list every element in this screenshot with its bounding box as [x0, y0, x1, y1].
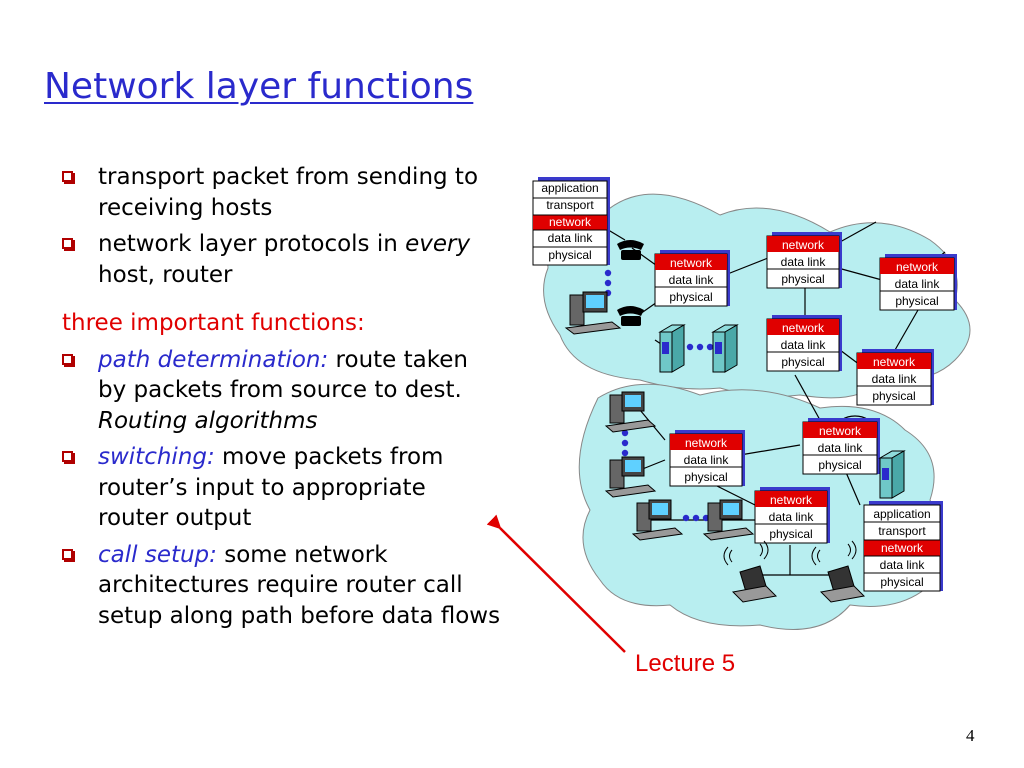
bullet-list: transport packet from sending to receivi…	[62, 162, 502, 637]
stack-layer-physical: physical	[769, 527, 812, 541]
telephone-icon	[617, 306, 644, 326]
stack-layer-network: network	[670, 256, 713, 270]
ellipsis-dots-icon	[604, 269, 612, 297]
function-term: switching:	[98, 444, 215, 470]
bullet-square-icon	[62, 353, 73, 365]
stack-layer-data-link: data link	[669, 273, 715, 287]
desktop-computer-icon	[604, 456, 657, 498]
stack-layer-network: network	[873, 355, 916, 369]
router-stack-r5: network data link physical	[856, 349, 934, 406]
server-tower-icon	[878, 450, 906, 499]
function-desc: move packets from router’s input to appr…	[98, 444, 444, 531]
stack-layer-physical: physical	[818, 458, 861, 472]
router-stack-r4: network data link physical	[766, 315, 842, 372]
desktop-computer-icon	[604, 391, 657, 433]
stack-layer-network: network	[770, 493, 813, 507]
wireless-signal-icon	[811, 540, 857, 566]
stack-layer-data-link: data link	[872, 372, 918, 386]
ellipsis-dots-icon	[682, 514, 710, 522]
router-stack-r3: network data link physical	[879, 254, 957, 311]
stack-layer-network: network	[549, 215, 592, 229]
wireless-signal-icon	[723, 540, 769, 566]
bullet-text: transport packet from sending to receivi…	[98, 164, 479, 221]
ellipsis-dots-icon	[621, 429, 629, 457]
host-stack-bottom-right: application transport network data link …	[863, 501, 943, 592]
function-term: call setup:	[98, 541, 217, 568]
stack-layer-application: application	[873, 507, 930, 521]
bullet-emphasis: every	[405, 231, 471, 257]
desktop-computer-icon	[564, 291, 622, 335]
stack-layer-transport: transport	[878, 524, 926, 538]
page-title: Network layer functions	[44, 66, 474, 107]
bullet-square-icon	[62, 548, 73, 560]
bullet-text: network layer protocols in	[98, 231, 406, 257]
bullet-item: transport packet from sending to receivi…	[62, 162, 502, 223]
page-number: 4	[966, 726, 975, 745]
laptop-icon	[819, 565, 866, 603]
router-stack-r1: network data link physical	[654, 250, 730, 307]
ellipsis-dots-icon	[686, 343, 714, 351]
stack-layer-physical: physical	[781, 272, 824, 286]
function-item: path determination: route taken by packe…	[62, 345, 502, 437]
function-desc: route taken by packets from source to de…	[98, 346, 468, 404]
stack-layer-data-link: data link	[880, 558, 926, 572]
host-stack-top-left: application transport network data link …	[532, 177, 610, 266]
function-emphasis: Routing algorithms	[98, 407, 318, 434]
function-term: path determination:	[98, 346, 329, 373]
laptop-icon	[731, 565, 778, 603]
bullet-item: network layer protocols in every host, r…	[62, 229, 502, 290]
bullet-square-icon	[62, 171, 73, 182]
telephone-icon	[617, 240, 644, 260]
annotation-arrow	[486, 514, 626, 653]
bullet-text: host, router	[98, 261, 233, 288]
stack-layer-physical: physical	[895, 294, 938, 308]
stack-layer-network: network	[782, 238, 825, 252]
stack-layer-network: network	[881, 541, 924, 555]
server-tower-icon	[711, 324, 739, 373]
stack-layer-physical: physical	[548, 248, 591, 262]
function-desc: some network architectures require route…	[98, 541, 501, 629]
desktop-computer-icon	[631, 499, 684, 541]
server-tower-icon	[658, 324, 686, 373]
stack-layer-physical: physical	[872, 389, 915, 403]
stack-layer-data-link: data link	[818, 441, 864, 455]
stack-layer-network: network	[819, 424, 862, 438]
bullet-square-icon	[62, 451, 73, 462]
stack-layer-physical: physical	[684, 470, 727, 484]
stack-layer-application: application	[541, 181, 598, 195]
network-cloud-upper	[543, 193, 971, 399]
stack-layer-network: network	[782, 321, 825, 335]
section-subheading: three important functions:	[62, 310, 365, 336]
stack-layer-data-link: data link	[684, 453, 730, 467]
desktop-computer-icon	[702, 499, 755, 541]
function-item: switching: move packets from router’s in…	[62, 442, 502, 534]
router-stack-r2: network data link physical	[766, 232, 842, 289]
bullet-square-icon	[62, 238, 73, 249]
router-stack-r8: network data link physical	[754, 487, 830, 544]
function-item: call setup: some network architectures r…	[62, 540, 502, 632]
stack-layer-network: network	[685, 436, 728, 450]
stack-layer-data-link: data link	[769, 510, 815, 524]
stack-layer-data-link: data link	[895, 277, 941, 291]
stack-layer-physical: physical	[880, 575, 923, 589]
stack-layer-physical: physical	[781, 355, 824, 369]
stack-layer-data-link: data link	[548, 231, 594, 245]
stack-layer-physical: physical	[669, 290, 712, 304]
stack-layer-data-link: data link	[781, 338, 827, 352]
stack-layer-transport: transport	[546, 198, 594, 212]
router-stack-r7: network data link physical	[669, 430, 745, 487]
router-stack-r6: network data link physical	[802, 418, 880, 475]
stack-layer-network: network	[896, 260, 939, 274]
stack-layer-data-link: data link	[781, 255, 827, 269]
lecture-label: Lecture 5	[635, 650, 736, 677]
